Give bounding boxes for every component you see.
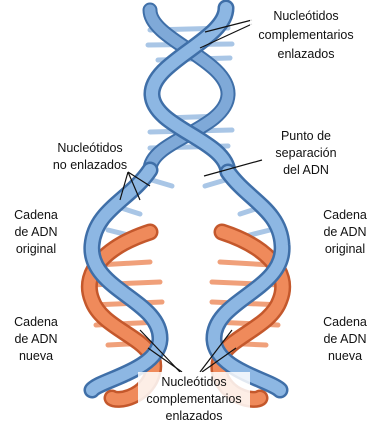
label-unpaired-line2: no enlazados <box>53 158 127 172</box>
label-right-new: Cadena de ADN nueva <box>323 315 367 363</box>
label-top-paired-line1: Nucleótidos <box>273 9 338 23</box>
label-bottom-paired-line1: Nucleótidos <box>161 375 226 389</box>
label-left-new-line2: de ADN <box>14 332 57 346</box>
label-top-paired-line2: complementarios <box>258 28 353 42</box>
label-right-new-line3: nueva <box>328 349 362 363</box>
label-right-new-line2: de ADN <box>323 332 366 346</box>
label-right-original-line1: Cadena <box>323 208 367 222</box>
left-daughter-helix <box>89 170 162 399</box>
label-split-line1: Punto de <box>281 129 331 143</box>
label-left-original-line2: de ADN <box>14 225 57 239</box>
label-right-original: Cadena de ADN original <box>323 208 367 256</box>
label-left-original: Cadena de ADN original <box>14 208 58 256</box>
label-left-original-line3: original <box>16 242 56 256</box>
label-bottom-paired-line3: enlazados <box>166 409 223 423</box>
label-split-line2: separación <box>275 146 336 160</box>
label-unpaired: Nucleótidos no enlazados <box>53 141 127 172</box>
label-left-new-line1: Cadena <box>14 315 58 329</box>
label-right-original-line3: original <box>325 242 365 256</box>
label-left-new: Cadena de ADN nueva <box>14 315 58 363</box>
label-bottom-paired: Nucleótidos complementarios enlazados <box>138 372 250 426</box>
label-right-original-line2: de ADN <box>323 225 366 239</box>
label-top-paired-line3: enlazados <box>278 47 335 61</box>
parent-helix <box>148 8 232 172</box>
label-split-point: Punto de separación del ADN <box>275 129 336 177</box>
label-left-original-line1: Cadena <box>14 208 58 222</box>
label-top-paired: Nucleótidos complementarios enlazados <box>250 6 362 68</box>
label-bottom-paired-line2: complementarios <box>146 392 241 406</box>
label-split-line3: del ADN <box>283 163 329 177</box>
right-daughter-helix <box>212 172 283 399</box>
label-left-new-line3: nueva <box>19 349 53 363</box>
label-right-new-line1: Cadena <box>323 315 367 329</box>
label-unpaired-line1: Nucleótidos <box>57 141 122 155</box>
